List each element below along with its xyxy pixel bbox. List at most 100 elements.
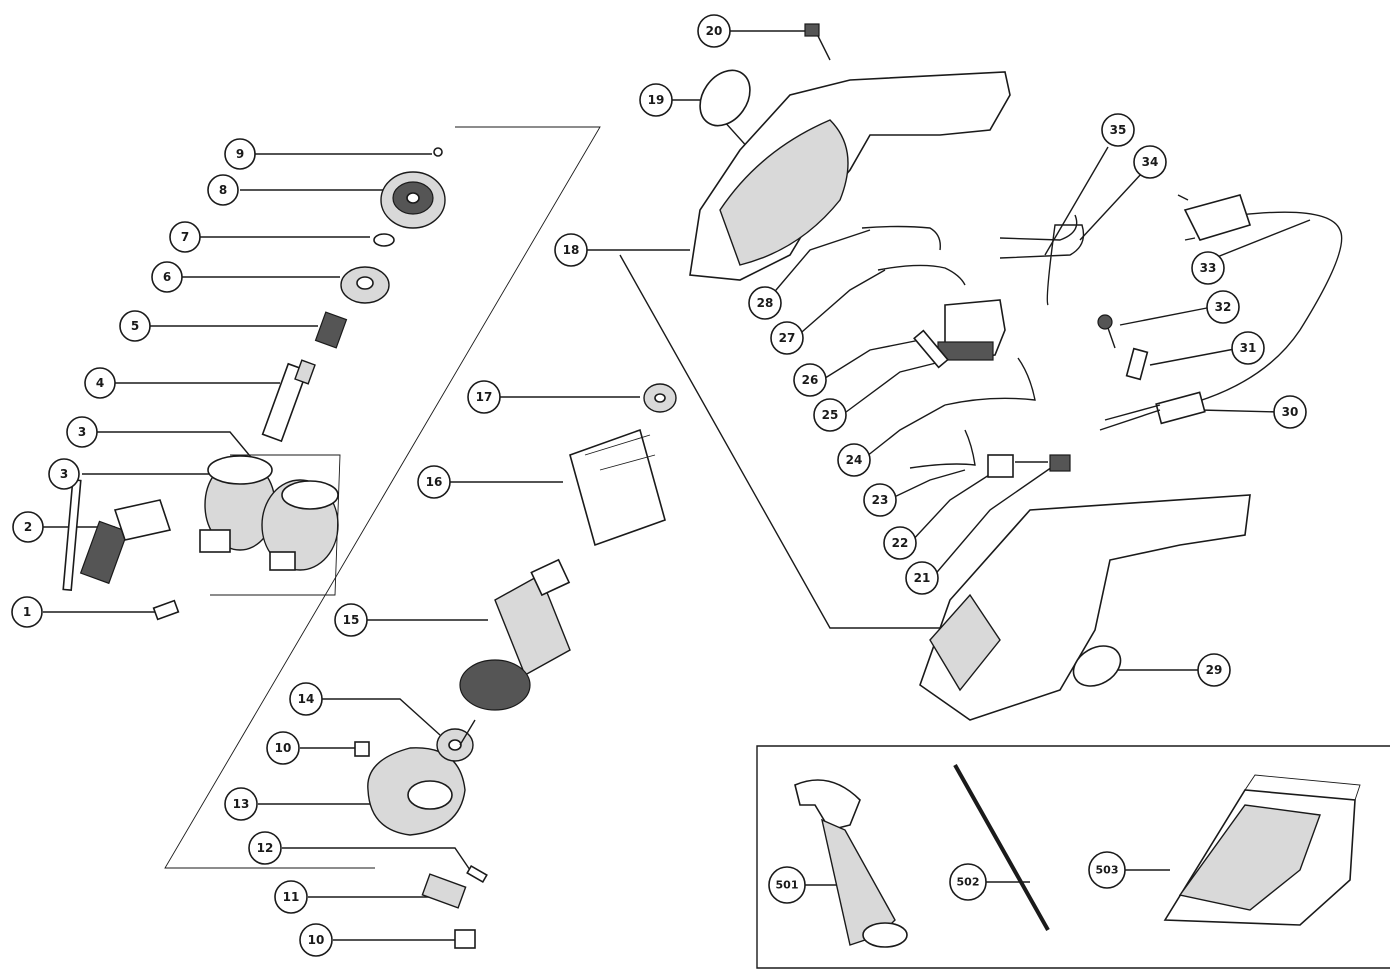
svg-text:22: 22 xyxy=(892,536,909,550)
plate-11 xyxy=(421,873,467,909)
callout-20: 20 xyxy=(697,14,731,48)
callout-26: 26 xyxy=(793,363,827,397)
carbon-brush-21 xyxy=(1015,454,1071,472)
internal-wire-34 xyxy=(999,224,1085,306)
svg-text:16: 16 xyxy=(426,475,443,489)
svg-text:3: 3 xyxy=(60,467,68,481)
svg-text:28: 28 xyxy=(757,296,774,310)
svg-text:4: 4 xyxy=(96,376,104,390)
callout-4: 4 xyxy=(84,367,116,399)
svg-text:9: 9 xyxy=(236,147,244,161)
callout-3a: 3 xyxy=(48,458,80,490)
housing-half-right xyxy=(689,71,1011,281)
side-handle-501 xyxy=(794,779,908,948)
svg-text:29: 29 xyxy=(1206,663,1223,677)
keyless-chuck xyxy=(261,479,339,571)
callout-27: 27 xyxy=(770,321,804,355)
svg-text:503: 503 xyxy=(1096,864,1119,877)
callout-9: 9 xyxy=(224,138,256,170)
svg-text:6: 6 xyxy=(163,270,171,284)
accessories-panel xyxy=(756,745,1390,969)
internal-wire-28 xyxy=(861,225,941,251)
callout-502: 502 xyxy=(949,863,987,901)
svg-text:13: 13 xyxy=(233,797,250,811)
svg-text:23: 23 xyxy=(872,493,889,507)
callout-19: 19 xyxy=(639,83,673,117)
svg-text:17: 17 xyxy=(476,390,493,404)
callout-24: 24 xyxy=(837,443,871,477)
svg-text:5: 5 xyxy=(131,319,139,333)
callout-28: 28 xyxy=(748,286,782,320)
callout-3b: 3 xyxy=(66,416,98,448)
brush-holder-10-upper xyxy=(354,741,370,757)
cord-clip-31 xyxy=(1125,347,1149,381)
internal-wire-27 xyxy=(877,264,966,286)
callout-2: 2 xyxy=(12,511,44,543)
svg-text:2: 2 xyxy=(24,520,32,534)
svg-text:31: 31 xyxy=(1240,341,1257,355)
chuck-option-bracket xyxy=(210,454,341,596)
spring xyxy=(314,311,348,349)
ball-bearing-14 xyxy=(436,728,474,762)
svg-text:32: 32 xyxy=(1215,300,1232,314)
gearbox-assembly-outline xyxy=(164,126,601,869)
svg-text:1: 1 xyxy=(23,605,31,619)
depth-gauge-502 xyxy=(953,764,1050,931)
callout-32: 32 xyxy=(1206,290,1240,324)
svg-text:8: 8 xyxy=(219,183,227,197)
callout-25: 25 xyxy=(813,398,847,432)
callout-17: 17 xyxy=(467,380,501,414)
callout-6: 6 xyxy=(151,261,183,293)
svg-text:19: 19 xyxy=(648,93,665,107)
name-plate-29 xyxy=(1072,645,1122,687)
noise-suppressor-22 xyxy=(987,454,1014,478)
callout-15: 15 xyxy=(334,603,368,637)
callout-33: 33 xyxy=(1191,251,1225,285)
svg-text:501: 501 xyxy=(776,879,799,892)
svg-text:24: 24 xyxy=(846,453,863,467)
callout-21: 21 xyxy=(905,561,939,595)
screw-32 xyxy=(1097,314,1116,349)
tapping-screw-20 xyxy=(804,23,831,61)
svg-text:7: 7 xyxy=(181,230,189,244)
housing-half-left xyxy=(919,494,1251,721)
gear xyxy=(380,171,446,229)
power-cord xyxy=(1099,211,1343,431)
callout-12: 12 xyxy=(248,831,282,865)
svg-text:30: 30 xyxy=(1282,405,1299,419)
spindle xyxy=(261,359,316,443)
callout-10a: 10 xyxy=(266,731,300,765)
gear-cover xyxy=(367,747,466,836)
callout-503: 503 xyxy=(1088,851,1126,889)
name-plate-19 xyxy=(699,69,751,127)
internal-wire-23 xyxy=(909,429,976,469)
plug xyxy=(1177,194,1252,241)
callout-13: 13 xyxy=(224,787,258,821)
keyed-chuck xyxy=(199,455,276,553)
callout-23: 23 xyxy=(863,483,897,517)
svg-text:3: 3 xyxy=(78,425,86,439)
internal-wire-24 xyxy=(944,357,1036,406)
svg-text:10: 10 xyxy=(275,741,292,755)
callout-11: 11 xyxy=(274,880,308,914)
chuck-key xyxy=(62,478,172,592)
callout-5: 5 xyxy=(119,310,151,342)
armature xyxy=(459,558,571,746)
carrying-case-503 xyxy=(1163,774,1361,926)
internal-wire-35 xyxy=(999,214,1078,241)
bearing-17 xyxy=(643,383,677,413)
callout-35: 35 xyxy=(1101,113,1135,147)
svg-text:11: 11 xyxy=(283,890,300,904)
svg-text:35: 35 xyxy=(1110,123,1127,137)
callout-18: 18 xyxy=(554,233,588,267)
leader-lines xyxy=(43,30,1311,941)
steel-ball xyxy=(433,147,443,157)
svg-text:15: 15 xyxy=(343,613,360,627)
svg-text:18: 18 xyxy=(563,243,580,257)
svg-text:14: 14 xyxy=(298,692,315,706)
callout-7: 7 xyxy=(169,221,201,253)
svg-text:20: 20 xyxy=(706,24,723,38)
callout-14: 14 xyxy=(289,682,323,716)
callout-29: 29 xyxy=(1197,653,1231,687)
svg-text:25: 25 xyxy=(822,408,839,422)
